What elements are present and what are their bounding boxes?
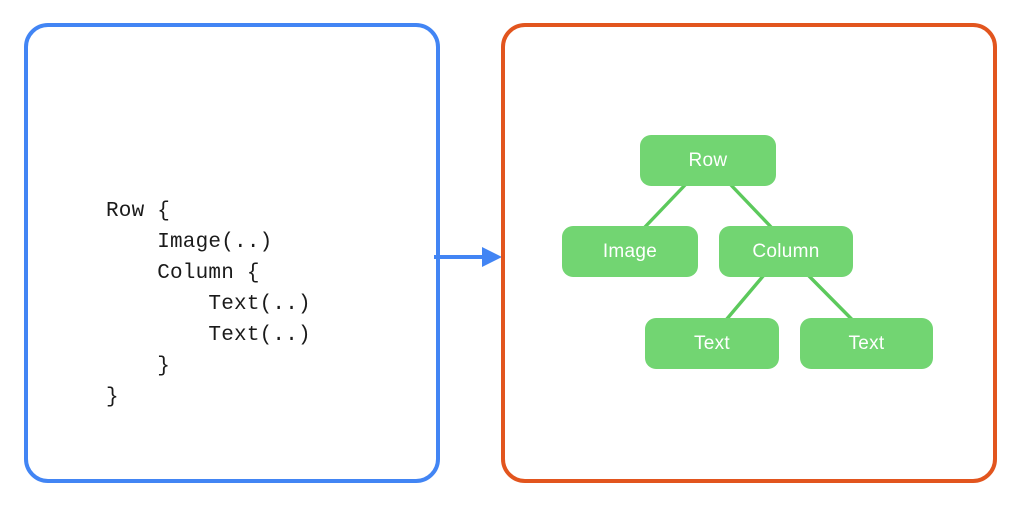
tree-node-text2[interactable]: Text — [800, 318, 933, 369]
tree-node-image[interactable]: Image — [562, 226, 698, 277]
tree-node-label: Text — [848, 332, 885, 354]
tree-node-label: Text — [693, 332, 731, 354]
tree-node-label: Image — [602, 240, 658, 262]
transform-arrow-icon — [434, 247, 502, 267]
tree-node-label: Column — [752, 240, 820, 262]
tree-node-text1[interactable]: Text — [645, 318, 779, 369]
code-snippet: Row { Image(..) Column { Text(..) Text(.… — [106, 200, 311, 409]
tree-node-row[interactable]: Row — [640, 135, 776, 186]
tree-node-col[interactable]: Column — [719, 226, 853, 277]
tree-node-label: Row — [688, 149, 728, 171]
code-panel: Row { Image(..) Column { Text(..) Text(.… — [24, 23, 440, 483]
